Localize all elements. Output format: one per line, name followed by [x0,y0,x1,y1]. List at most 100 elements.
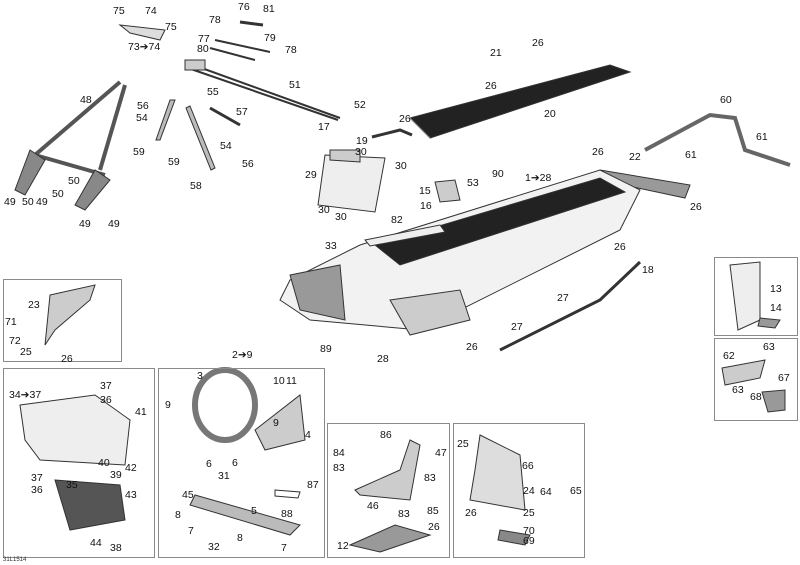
callout: 23 [28,299,40,311]
callout: 4 [305,429,311,441]
callout: 7 [188,525,194,537]
callout: 61 [685,149,697,161]
part-46-skid-frame [348,439,432,553]
callout: 40 [98,457,110,469]
callout: 63 [732,384,744,396]
callout: 42 [125,462,137,474]
callout: 82 [391,214,403,226]
callout: 43 [125,489,137,501]
part-15-bracket [434,179,461,203]
callout: 46 [367,500,379,512]
callout: 44 [90,537,102,549]
callout: 36 [31,484,43,496]
callout: 90 [492,168,504,180]
panel-rear [453,423,585,558]
part-77-80-rails [209,20,271,61]
callout: 63 [763,341,775,353]
callout: 26 [428,521,440,533]
callout: 12 [337,540,349,552]
callout: 70 [523,525,535,537]
callout: 84 [333,447,345,459]
callout: 27 [557,292,569,304]
part-29-cooler [317,149,386,213]
callout: 37 [100,380,112,392]
callout: 49 [36,196,48,208]
group-title: 2➔9 [232,349,253,361]
callout: 30 [355,146,367,158]
callout: 38 [110,542,122,554]
callout: 50 [22,196,34,208]
part-3-front-frame [189,367,306,536]
callout: 18 [642,264,654,276]
callout: 21 [490,47,502,59]
callout: 68 [750,391,762,403]
callout: 11 [286,375,297,387]
callout: 59 [168,156,180,168]
callout: 88 [281,508,293,520]
callout: 26 [465,507,477,519]
callout: 86 [380,429,392,441]
callout: 26 [690,201,702,213]
callout: 25 [20,346,32,358]
callout: 36 [100,394,112,406]
callout: 69 [523,535,535,547]
callout: 75 [165,21,177,33]
callout: 49 [108,218,120,230]
callout: 87 [307,479,319,491]
callout: 47 [435,447,447,459]
callout: 49 [4,196,16,208]
callout: 33 [325,240,337,252]
callout: 26 [61,353,73,365]
callout: 79 [264,32,276,44]
callout: 73➔74 [128,41,161,53]
callout: 26 [614,241,626,253]
callout: 75 [113,5,125,17]
panel-rear-bracket [3,279,122,362]
callout: 45 [182,489,194,501]
callout: 8 [175,509,181,521]
part-19-bar [371,128,413,139]
callout: 30 [335,211,347,223]
callout: 78 [285,44,297,56]
part-13-flap [729,261,781,331]
part-60-rear-bumper [644,112,791,167]
callout: 25 [457,438,469,450]
part-62-hitch [721,359,786,413]
callout: 59 [133,146,145,158]
callout: 50 [68,175,80,187]
callout: 26 [466,341,478,353]
callout: 54 [136,112,148,124]
callout: 26 [592,146,604,158]
callout: 55 [207,86,219,98]
callout: 66 [522,460,534,472]
callout: 58 [190,180,202,192]
callout: 28 [377,353,389,365]
part-82-cover [364,224,446,247]
part-51-steering-column [184,59,341,121]
callout: 39 [110,469,122,481]
callout: 20 [544,108,556,120]
callout: 57 [236,106,248,118]
callout: 74 [145,5,157,17]
callout: 81 [263,3,275,15]
callout: 8 [237,532,243,544]
callout: 26 [399,113,411,125]
callout: 60 [720,94,732,106]
panel-hitch [714,338,798,421]
callout: 16 [420,200,432,212]
callout: 10 [273,375,285,387]
callout: 41 [135,406,147,418]
panel-snow-flap [714,257,798,336]
callout: 30 [318,204,330,216]
callout: 51 [289,79,301,91]
callout: 17 [318,121,330,133]
panel-skid [327,423,450,558]
callout: 52 [354,99,366,111]
callout: 83 [424,472,436,484]
callout: 78 [209,14,221,26]
callout: 5 [251,505,257,517]
callout: 62 [723,350,735,362]
callout: 24 [523,485,535,497]
callout: 27 [511,321,523,333]
